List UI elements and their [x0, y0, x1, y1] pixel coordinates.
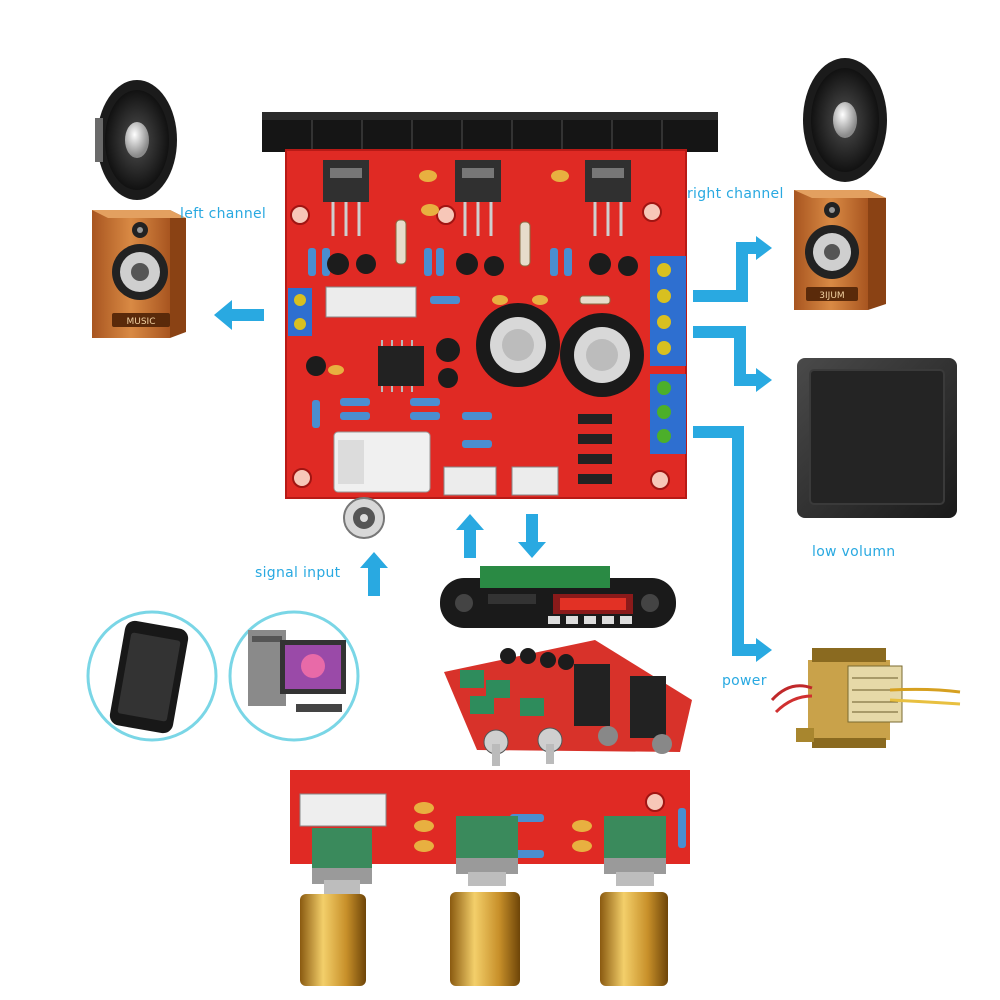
arrow-to-power	[693, 426, 772, 662]
left-channel-label: left channel	[180, 206, 267, 222]
rca-input-jack	[333, 431, 431, 539]
music-badge-label: MUSIC	[126, 317, 155, 327]
speaker-terminal-block	[650, 256, 686, 366]
amplifier-board	[285, 149, 687, 539]
right-speaker-cabinet: 3IJUM	[794, 190, 886, 310]
right-badge	[806, 287, 858, 301]
op-amp-chip	[378, 340, 424, 392]
power-ic-left	[323, 160, 369, 236]
low-volumn-label: low volumn	[812, 544, 896, 560]
desktop-computer-icon	[228, 610, 360, 742]
music-badge	[112, 313, 170, 327]
left-speaker-cabinet: MUSIC	[92, 210, 186, 338]
power-label: power	[722, 673, 767, 689]
arrow-mp3-down	[518, 514, 546, 558]
subwoofer-box	[797, 358, 957, 518]
heatsink	[262, 112, 718, 152]
resistor-array	[308, 219, 611, 448]
bass-knob[interactable]	[300, 828, 372, 986]
right-badge-label: 3IJUM	[819, 291, 844, 301]
filter-capacitor-left	[476, 303, 560, 387]
power-terminal-block	[650, 374, 686, 454]
treble-knob[interactable]	[600, 816, 668, 986]
right-speaker-driver	[803, 58, 887, 182]
mp3-decoder-module	[440, 566, 676, 628]
power-ic-center	[455, 160, 501, 236]
arrow-mp3-up	[456, 514, 484, 558]
arrow-signal-input	[360, 552, 388, 596]
arrow-to-left-speaker	[214, 300, 264, 330]
smartphone-icon	[86, 610, 218, 742]
power-ic-right	[585, 160, 631, 236]
power-transformer	[770, 648, 961, 748]
tone-control-board	[444, 640, 692, 766]
mid-knob[interactable]	[450, 816, 520, 986]
signal-input-label: signal input	[255, 565, 341, 581]
filter-capacitor-right	[560, 313, 644, 397]
arrow-to-right-speaker	[693, 236, 772, 302]
right-channel-label: right channel	[687, 186, 784, 202]
left-speaker-driver	[95, 80, 177, 200]
arrow-to-subwoofer	[693, 326, 772, 392]
potentiometer-board	[290, 770, 690, 986]
